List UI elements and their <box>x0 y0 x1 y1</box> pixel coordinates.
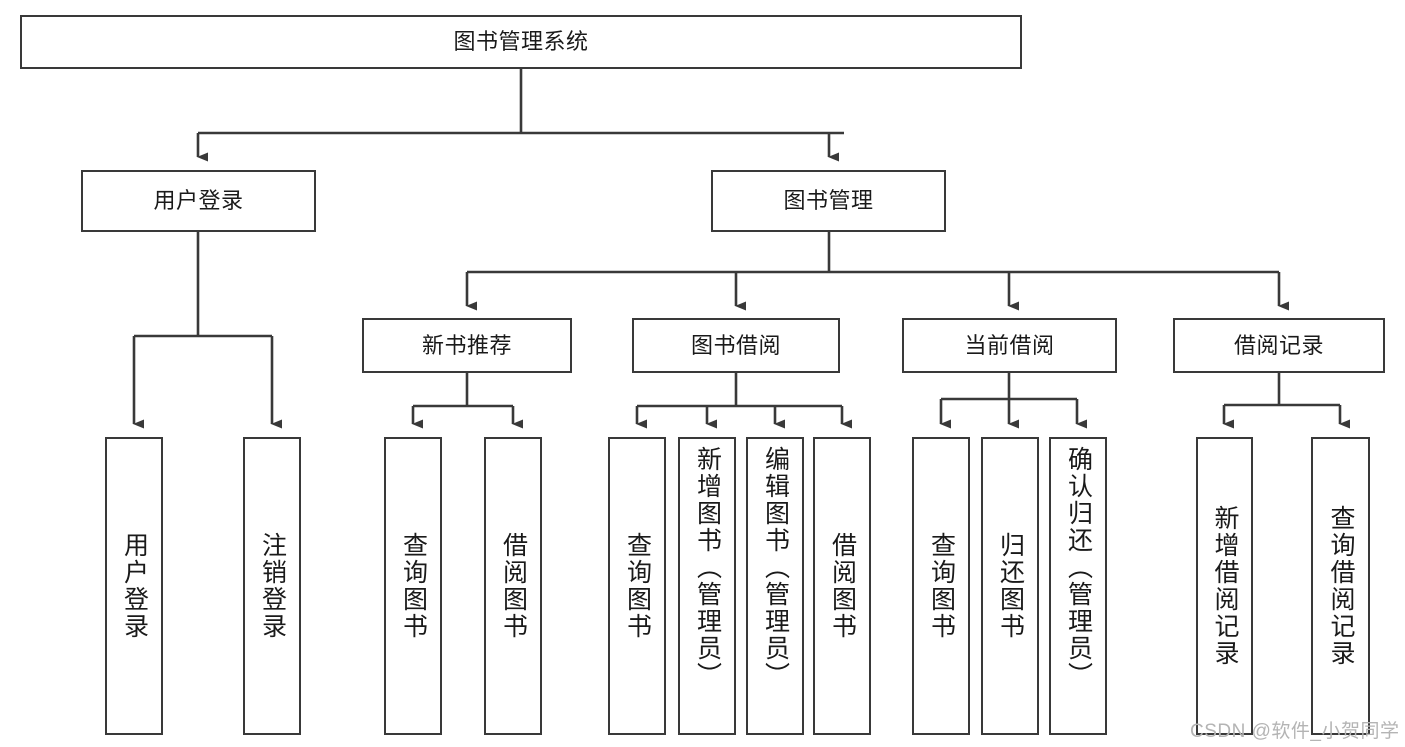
node-root-label: 图书管理系统 <box>453 29 589 55</box>
node-leaf-add-record[interactable]: 新增借阅记录 <box>1196 437 1253 735</box>
node-leaf-query-book-1-label: 查询图书 <box>399 532 428 640</box>
node-leaf-user-login-label: 用户登录 <box>120 532 149 640</box>
node-leaf-confirm-return[interactable]: 确认归还（管理员） <box>1049 437 1107 735</box>
node-user-login[interactable]: 用户登录 <box>81 170 316 232</box>
node-leaf-query-book-2[interactable]: 查询图书 <box>608 437 666 735</box>
node-leaf-add-record-label: 新增借阅记录 <box>1211 505 1239 667</box>
node-leaf-borrow-book-1[interactable]: 借阅图书 <box>484 437 542 735</box>
node-current-borrow-label: 当前借阅 <box>964 332 1055 358</box>
node-leaf-edit-book-label: 编辑图书（管理员） <box>761 446 790 689</box>
node-leaf-borrow-book-1-label: 借阅图书 <box>499 532 528 640</box>
node-borrow-record-label: 借阅记录 <box>1233 332 1324 358</box>
node-leaf-query-book-3-label: 查询图书 <box>927 532 956 640</box>
node-book-manage[interactable]: 图书管理 <box>711 170 946 232</box>
node-book-borrow-label: 图书借阅 <box>690 332 781 358</box>
node-root[interactable]: 图书管理系统 <box>20 15 1022 69</box>
node-leaf-query-book-2-label: 查询图书 <box>623 532 652 640</box>
node-current-borrow[interactable]: 当前借阅 <box>902 318 1117 373</box>
node-leaf-logout-login-label: 注销登录 <box>258 532 287 640</box>
node-new-book-recommend[interactable]: 新书推荐 <box>362 318 572 373</box>
node-leaf-add-book[interactable]: 新增图书（管理员） <box>678 437 736 735</box>
node-book-borrow[interactable]: 图书借阅 <box>632 318 840 373</box>
node-leaf-return-book[interactable]: 归还图书 <box>981 437 1039 735</box>
node-leaf-confirm-return-label: 确认归还（管理员） <box>1064 446 1093 689</box>
node-user-login-label: 用户登录 <box>153 188 244 214</box>
node-leaf-borrow-book-2-label: 借阅图书 <box>828 532 857 640</box>
node-leaf-return-book-label: 归还图书 <box>996 532 1025 640</box>
node-leaf-logout-login[interactable]: 注销登录 <box>243 437 301 735</box>
node-leaf-query-record[interactable]: 查询借阅记录 <box>1311 437 1370 735</box>
node-leaf-edit-book[interactable]: 编辑图书（管理员） <box>746 437 804 735</box>
node-borrow-record[interactable]: 借阅记录 <box>1173 318 1385 373</box>
node-leaf-query-book-3[interactable]: 查询图书 <box>912 437 970 735</box>
node-book-manage-label: 图书管理 <box>783 188 874 214</box>
node-leaf-query-record-label: 查询借阅记录 <box>1327 505 1355 667</box>
csdn-watermark: CSDN @软件_小贺同学 <box>1190 721 1400 742</box>
node-new-book-recommend-label: 新书推荐 <box>421 332 512 358</box>
node-leaf-user-login[interactable]: 用户登录 <box>105 437 163 735</box>
node-leaf-borrow-book-2[interactable]: 借阅图书 <box>813 437 871 735</box>
node-leaf-add-book-label: 新增图书（管理员） <box>693 446 722 689</box>
node-leaf-query-book-1[interactable]: 查询图书 <box>384 437 442 735</box>
